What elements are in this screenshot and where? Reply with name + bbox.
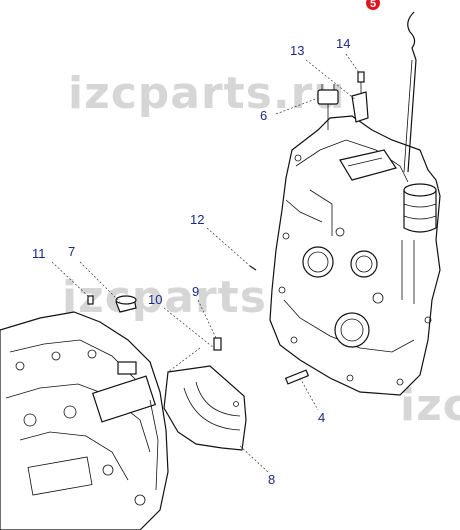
cover-plate-part-8 bbox=[163, 365, 247, 451]
callout-4: 4 bbox=[318, 410, 325, 425]
bolt-part-14 bbox=[357, 71, 365, 94]
callout-5: 5 bbox=[370, 0, 376, 10]
callout-12: 12 bbox=[190, 212, 204, 227]
callout-14: 14 bbox=[336, 36, 350, 51]
pin-part-12 bbox=[249, 265, 257, 271]
dowel-part-4 bbox=[284, 369, 310, 385]
callout-7: 7 bbox=[68, 244, 75, 259]
transmission-case bbox=[269, 115, 441, 396]
callout-9: 9 bbox=[192, 284, 199, 299]
bolt-part-11 bbox=[87, 295, 94, 305]
leader-lines bbox=[51, 53, 361, 473]
sensor-part-6 bbox=[317, 84, 339, 130]
callout-13: 13 bbox=[290, 43, 304, 58]
watermark-top: izcparts.ru bbox=[68, 68, 346, 119]
highlight-badge bbox=[366, 0, 380, 10]
callout-6: 6 bbox=[260, 108, 267, 123]
bolt-part-9 bbox=[213, 337, 222, 351]
left-housing bbox=[0, 311, 169, 530]
plug-part-7 bbox=[115, 295, 137, 313]
callout-8: 8 bbox=[268, 472, 275, 487]
callout-10: 10 bbox=[148, 292, 162, 307]
dipstick-part-5 bbox=[403, 11, 417, 173]
watermark-right: izc bbox=[400, 380, 460, 431]
bracket-part-13 bbox=[351, 91, 369, 123]
callout-11: 11 bbox=[32, 246, 46, 261]
